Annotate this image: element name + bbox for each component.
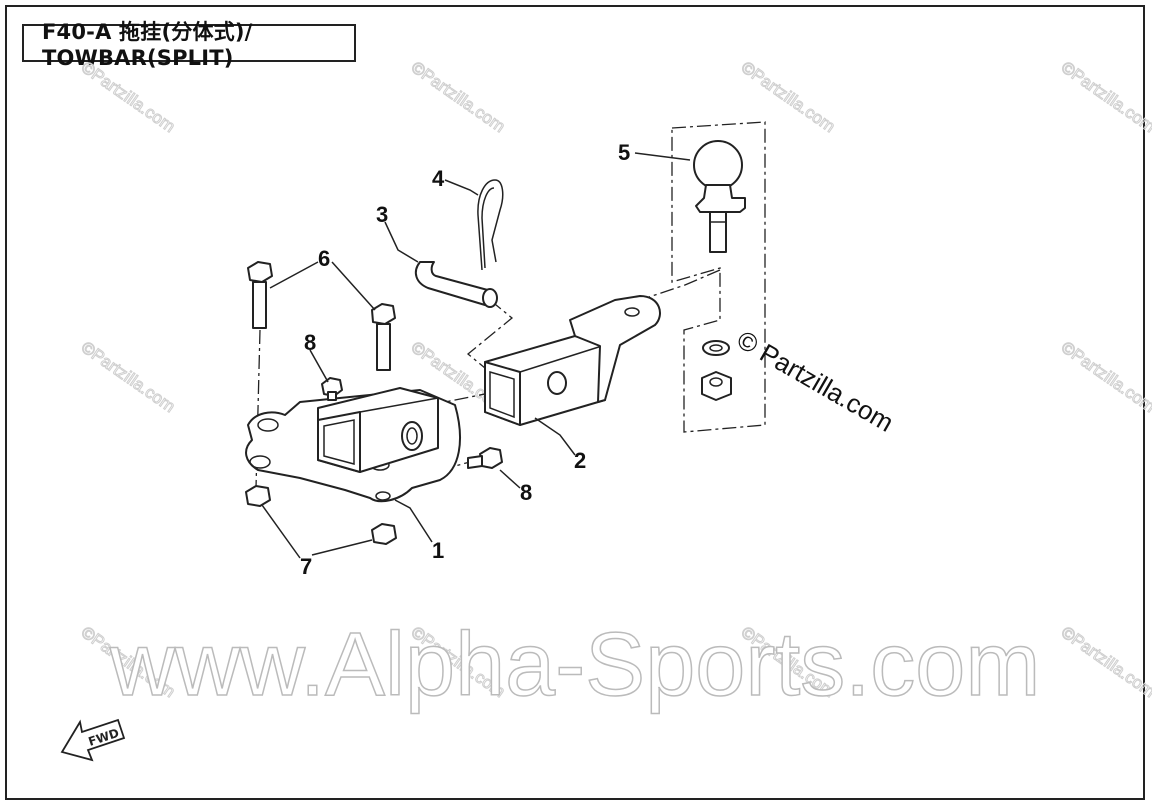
- part-4-r-clip: [477, 179, 504, 271]
- part-3-hitch-pin: [414, 261, 498, 308]
- watermark-group: ©Partzilla.com ©Partzilla.com ©Partzilla…: [77, 57, 1152, 702]
- watermark-2: ©Partzilla.com: [408, 58, 509, 137]
- callouts: 1 2 3 4 5 6 7 8 8: [300, 140, 630, 579]
- callout-8a: 8: [304, 330, 316, 355]
- watermark-4: ©Partzilla.com: [1058, 58, 1152, 137]
- part-7-nuts: [245, 485, 397, 545]
- part-6-bolts: [247, 261, 396, 371]
- title-box: F40-A 拖挂(分体式)/ TOWBAR(SPLIT): [22, 20, 356, 70]
- watermark-7: ©Partzilla.com: [1058, 338, 1152, 417]
- copyright-text: © Partzilla.com: [732, 324, 899, 438]
- assembly-line-5: [629, 269, 721, 311]
- callout-7: 7: [300, 554, 312, 579]
- callout-3: 3: [376, 202, 388, 227]
- callout-8b: 8: [520, 480, 532, 505]
- ball-hitch-outline: [671, 121, 766, 433]
- part-5-tow-ball: [693, 140, 746, 401]
- part-1-bracket: [245, 387, 461, 503]
- part-8-bolts: [321, 377, 503, 469]
- page-title: F40-A 拖挂(分体式)/ TOWBAR(SPLIT): [42, 20, 253, 70]
- part-2-receiver: [484, 295, 661, 426]
- callout-5: 5: [618, 140, 630, 165]
- assembly-line-pin: [466, 299, 514, 369]
- callout-2: 2: [574, 448, 586, 473]
- watermark-3: ©Partzilla.com: [738, 58, 839, 137]
- leader-lines: [261, 152, 691, 559]
- watermark-11: ©Partzilla.com: [1058, 623, 1152, 702]
- fwd-arrow-icon: FWD: [60, 718, 126, 762]
- large-watermark: www.Alpha-Sports.com: [109, 615, 1040, 715]
- watermark-1: ©Partzilla.com: [78, 58, 179, 137]
- callout-1: 1: [432, 538, 444, 563]
- callout-4: 4: [432, 166, 445, 191]
- diagram-frame: [5, 5, 1145, 800]
- watermark-5: ©Partzilla.com: [78, 338, 179, 417]
- callout-6: 6: [318, 246, 330, 271]
